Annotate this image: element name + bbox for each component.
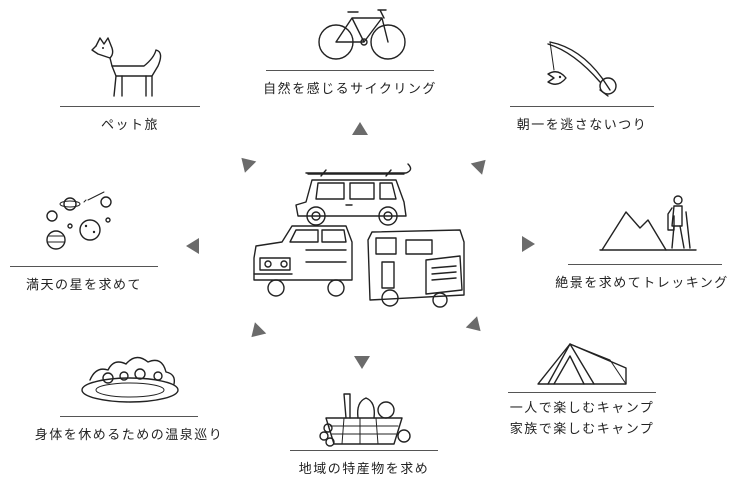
divider [568,264,722,265]
node-label: 朝一を逃さないつり [516,118,648,133]
tent-icon [534,338,630,388]
node-label: ペット旅 [100,118,159,133]
node-label: 自然を感じるサイクリング [263,82,437,97]
arrow-to-trekking [522,236,535,252]
fishing-rod-icon [544,38,624,102]
hot-spring-icon [78,346,182,406]
hiker-mountain-icon [599,194,697,252]
food-basket-icon [316,388,412,450]
center-vehicles-illustration [246,150,476,310]
planets-icon [40,190,120,254]
arrow-to-local-food [354,356,370,369]
divider [60,416,198,417]
arrow-to-stars [186,238,199,254]
node-label: 満天の星を求めて [25,278,142,293]
bicycle-icon [316,6,408,62]
suv-icon [253,225,353,297]
arrow-to-onsen [245,322,267,343]
node-label: 絶景を求めてトレッキング [555,276,729,291]
node-label-line2: 家族で楽しむキャンプ [509,422,655,437]
node-label: 地域の特産物を求め [298,462,430,477]
camper-van-icon [367,229,465,308]
dog-icon [91,36,166,98]
arrow-to-camping [465,316,487,337]
divider [266,70,434,71]
divider [290,450,438,451]
arrow-to-cycling [352,122,368,135]
divider [10,266,158,267]
divider [510,106,654,107]
divider [60,106,200,107]
node-label: 身体を休めるための温泉巡り [34,428,224,443]
mini-car-with-surfboard-icon [295,163,412,226]
divider [508,392,656,393]
node-label-line1: 一人で楽しむキャンプ [509,401,655,416]
